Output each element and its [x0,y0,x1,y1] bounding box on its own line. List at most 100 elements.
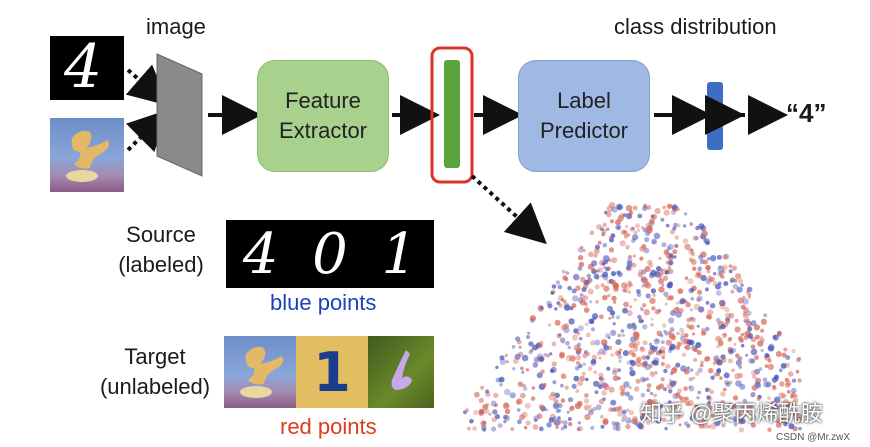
red-point [676,301,680,305]
red-point [706,269,711,274]
red-point [794,394,798,398]
red-point [747,293,752,297]
red-point [578,347,583,352]
blue-point [798,426,802,431]
red-point [660,377,665,382]
red-point [790,402,796,409]
blue-point [603,210,608,215]
red-point [673,243,678,248]
blue-point [724,379,729,385]
red-point [551,361,557,367]
red-point [579,299,587,306]
red-point [522,383,526,388]
red-point [602,350,607,356]
blue-point [718,271,723,276]
blue-point [615,315,621,320]
red-point [620,229,627,235]
red-point [585,332,591,338]
red-point [735,353,740,358]
red-point [555,425,559,429]
blue-point [645,293,651,299]
red-point [606,293,611,298]
blue-point [715,290,722,296]
blue-point [764,353,770,358]
red-point [660,361,665,367]
blue-point [602,271,609,278]
output-class-label: “4” [786,98,827,128]
blue-point [780,363,787,369]
red-point [710,413,715,418]
red-point [624,224,629,229]
blue-point [746,286,753,293]
blue-point [694,236,699,241]
red-point [697,419,704,425]
blue-point [653,393,657,398]
blue-point [503,414,508,420]
red-point [610,353,615,357]
red-point [701,230,708,237]
blue-point [611,206,618,213]
red-point [636,356,642,363]
blue-point [552,402,560,409]
blue-point [499,358,507,365]
red-point [589,230,595,236]
feature-scatter-plot [463,202,804,433]
red-point [664,302,668,306]
blue-point [751,414,757,420]
red-point [668,379,673,383]
blue-point [626,262,633,269]
blue-point [750,348,758,356]
red-point [642,277,649,284]
source-digit: 0 [312,221,348,287]
blue-point [499,383,503,387]
blue-point [632,326,637,331]
blue-point [644,363,652,371]
red-point [693,358,698,362]
red-point [740,304,746,310]
red-point [598,356,602,360]
blue-point [631,322,636,327]
blue-point [675,311,682,318]
red-point [571,303,577,308]
red-point [635,223,641,229]
target-image-3 [368,336,434,408]
blue-point [750,392,756,398]
blue-point [651,238,657,245]
blue-point [552,380,557,385]
blue-point [650,214,654,218]
red-point [642,303,647,308]
red-point [555,400,559,404]
blue-point [527,331,530,335]
blue-points-label: blue points [270,290,377,315]
blue-point [532,362,539,368]
blue-point [706,257,711,261]
blue-point [779,368,783,373]
blue-point [557,284,563,290]
red-point [692,376,696,380]
red-point [727,337,732,342]
red-point [584,393,589,398]
red-point [732,395,739,401]
red-point [674,235,680,240]
red-point [703,356,709,362]
blue-point [607,336,611,340]
blue-point [593,380,600,387]
red-point [754,355,759,360]
blue-point [697,306,705,313]
red-point [584,322,589,327]
blue-point [590,327,596,332]
red-point [685,323,691,328]
red-point [634,386,640,392]
red-point [596,224,602,230]
blue-point [550,291,555,295]
red-point [565,354,573,362]
target-digit: 1 [313,340,351,404]
blue-point [639,376,646,383]
image-label: image [146,14,206,39]
blue-point [512,367,516,371]
red-point [608,202,616,209]
source-digits-strip: 4 0 1 [226,220,434,288]
input-mnist-image: 4 [50,36,124,100]
red-point [593,253,598,258]
blue-point [688,377,693,382]
